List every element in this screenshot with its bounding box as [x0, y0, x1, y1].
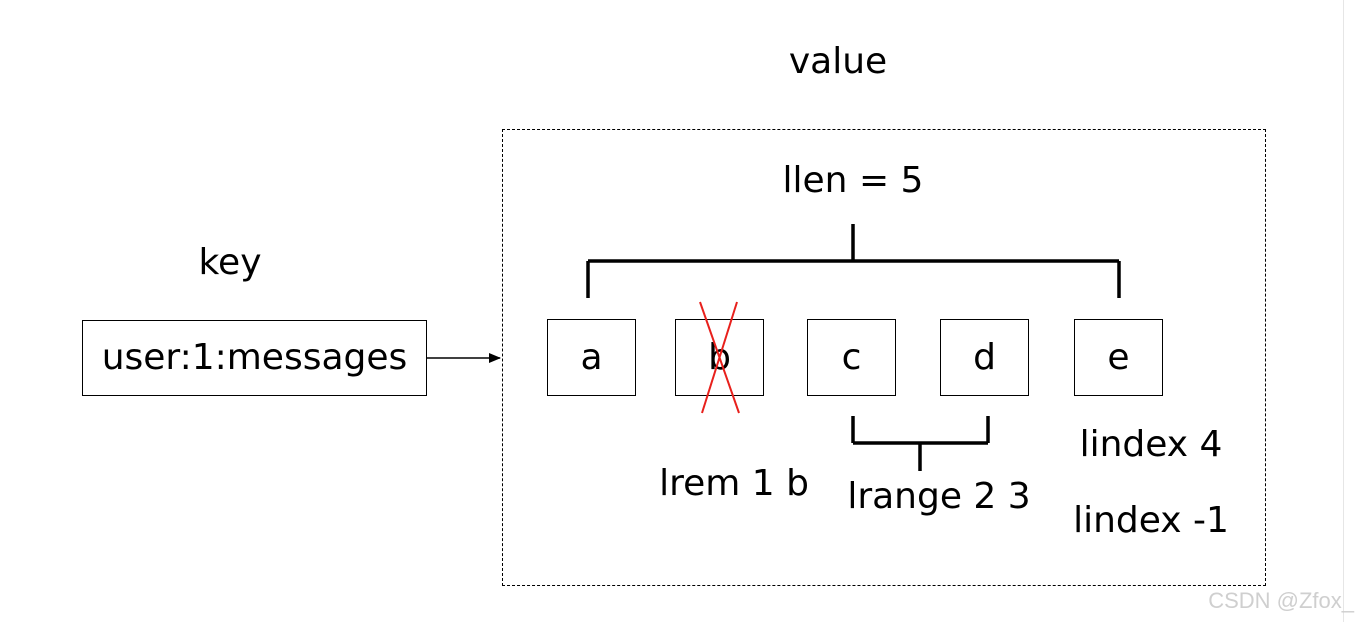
list-element-a: a — [547, 319, 636, 396]
list-element-label: c — [841, 336, 862, 378]
value-title: value — [788, 41, 888, 82]
llen-label: llen = 5 — [782, 160, 924, 201]
list-element-label: a — [580, 336, 603, 378]
list-element-d: d — [940, 319, 1029, 396]
list-element-label: b — [708, 336, 731, 378]
list-element-c: c — [807, 319, 896, 396]
lrem-label: lrem 1 b — [659, 463, 809, 504]
canvas-right-edge — [1343, 0, 1358, 622]
list-element-label: e — [1107, 336, 1130, 378]
list-element-b: b — [675, 319, 764, 396]
list-element-e: e — [1074, 319, 1163, 396]
list-element-label: d — [973, 336, 996, 378]
lindex-negative-label: lindex -1 — [1073, 500, 1229, 541]
watermark: CSDN @Zfox_ — [1208, 588, 1354, 613]
lindex-positive-label: lindex 4 — [1079, 424, 1223, 465]
lrange-label: lrange 2 3 — [847, 476, 1031, 517]
value-container — [502, 129, 1266, 586]
key-box-label: user:1:messages — [101, 337, 408, 378]
key-box: user:1:messages — [82, 320, 427, 396]
key-title: key — [198, 242, 262, 283]
